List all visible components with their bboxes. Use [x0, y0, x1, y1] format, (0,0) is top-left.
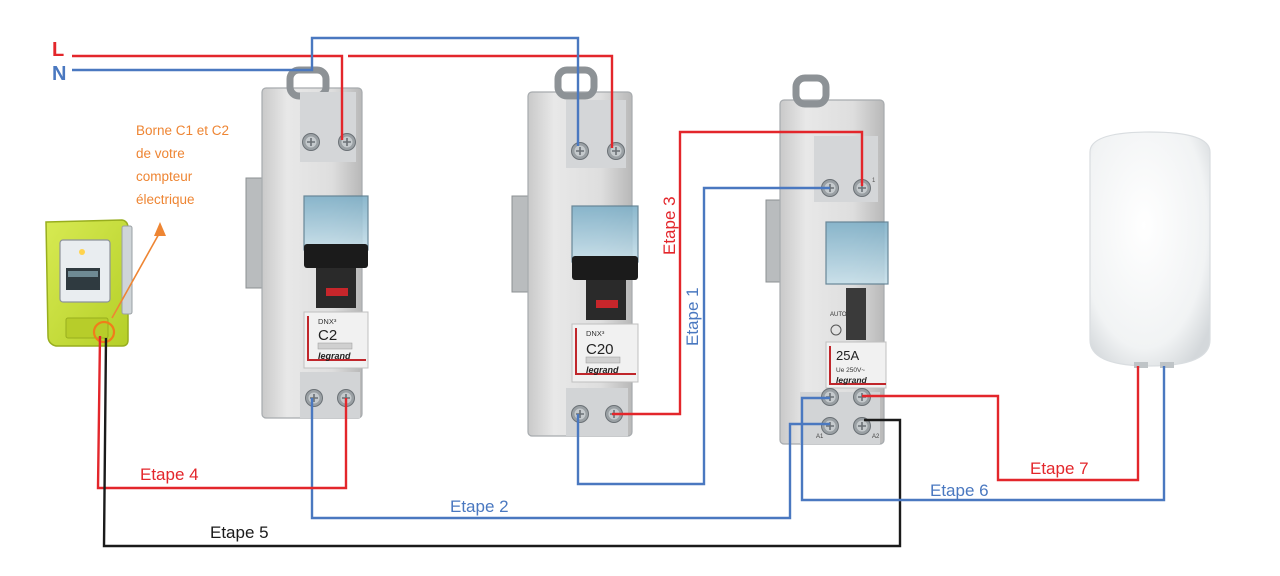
breaker-c20-model: DNX³ [586, 329, 605, 338]
circuit-breaker-c2: DNX³ C2 legrand [245, 66, 369, 419]
breaker-c20-rating: C20 [586, 341, 614, 358]
step-7-label: Etape 7 [1030, 459, 1089, 478]
step-5-label: Etape 5 [210, 523, 269, 542]
circuit-breaker-c20: DNX³ C20 legrand [511, 66, 639, 437]
wires [72, 36, 1166, 548]
contactor-voltage: Ue 250V~ [836, 367, 865, 374]
wire-etape7 [862, 366, 1140, 482]
contactor-rating: 25A [836, 348, 859, 363]
step-3-label: Etape 3 [660, 196, 679, 255]
wire-etape4 [96, 335, 348, 490]
breaker-c2-model: DNX³ [318, 317, 337, 326]
contactor-a1-label: A1 [816, 434, 824, 440]
wire-etape6 [800, 366, 1166, 502]
svg-text:1: 1 [872, 178, 876, 184]
contactor-mode-label: AUTO [830, 312, 847, 318]
breaker-c20-brand: legrand [586, 365, 619, 375]
step-6-label: Etape 6 [930, 481, 989, 500]
breaker-c2-rating: C2 [318, 327, 337, 344]
annotation-arrow [111, 222, 166, 319]
wire-neutral-supply [72, 36, 580, 146]
contactor-brand: legrand [836, 375, 868, 385]
meter-terminal-highlight [92, 320, 116, 344]
wire-etape5 [102, 337, 902, 548]
contactor-25a: 1 AUTO 25A Ue 250V~ legrand A1 A2 [765, 74, 889, 445]
wire-etape3 [612, 130, 864, 416]
meter-annotation: Borne C1 et C2 de votre compteur électri… [136, 123, 233, 207]
neutral-line-label: N [52, 63, 66, 85]
electric-meter [45, 219, 133, 347]
phase-line-label: L [52, 39, 64, 61]
wire-etape2 [310, 398, 830, 520]
wire-etape1 [576, 186, 830, 486]
wire-phase-supply [72, 54, 344, 140]
wire-phase-supply-c20 [348, 54, 614, 148]
step-2-label: Etape 2 [450, 497, 509, 516]
contactor-a2-label: A2 [872, 434, 880, 440]
breaker-c2-brand: legrand [318, 351, 351, 361]
step-1-label: Etape 1 [683, 287, 702, 346]
water-heater [1089, 131, 1211, 368]
step-4-label: Etape 4 [140, 465, 199, 484]
